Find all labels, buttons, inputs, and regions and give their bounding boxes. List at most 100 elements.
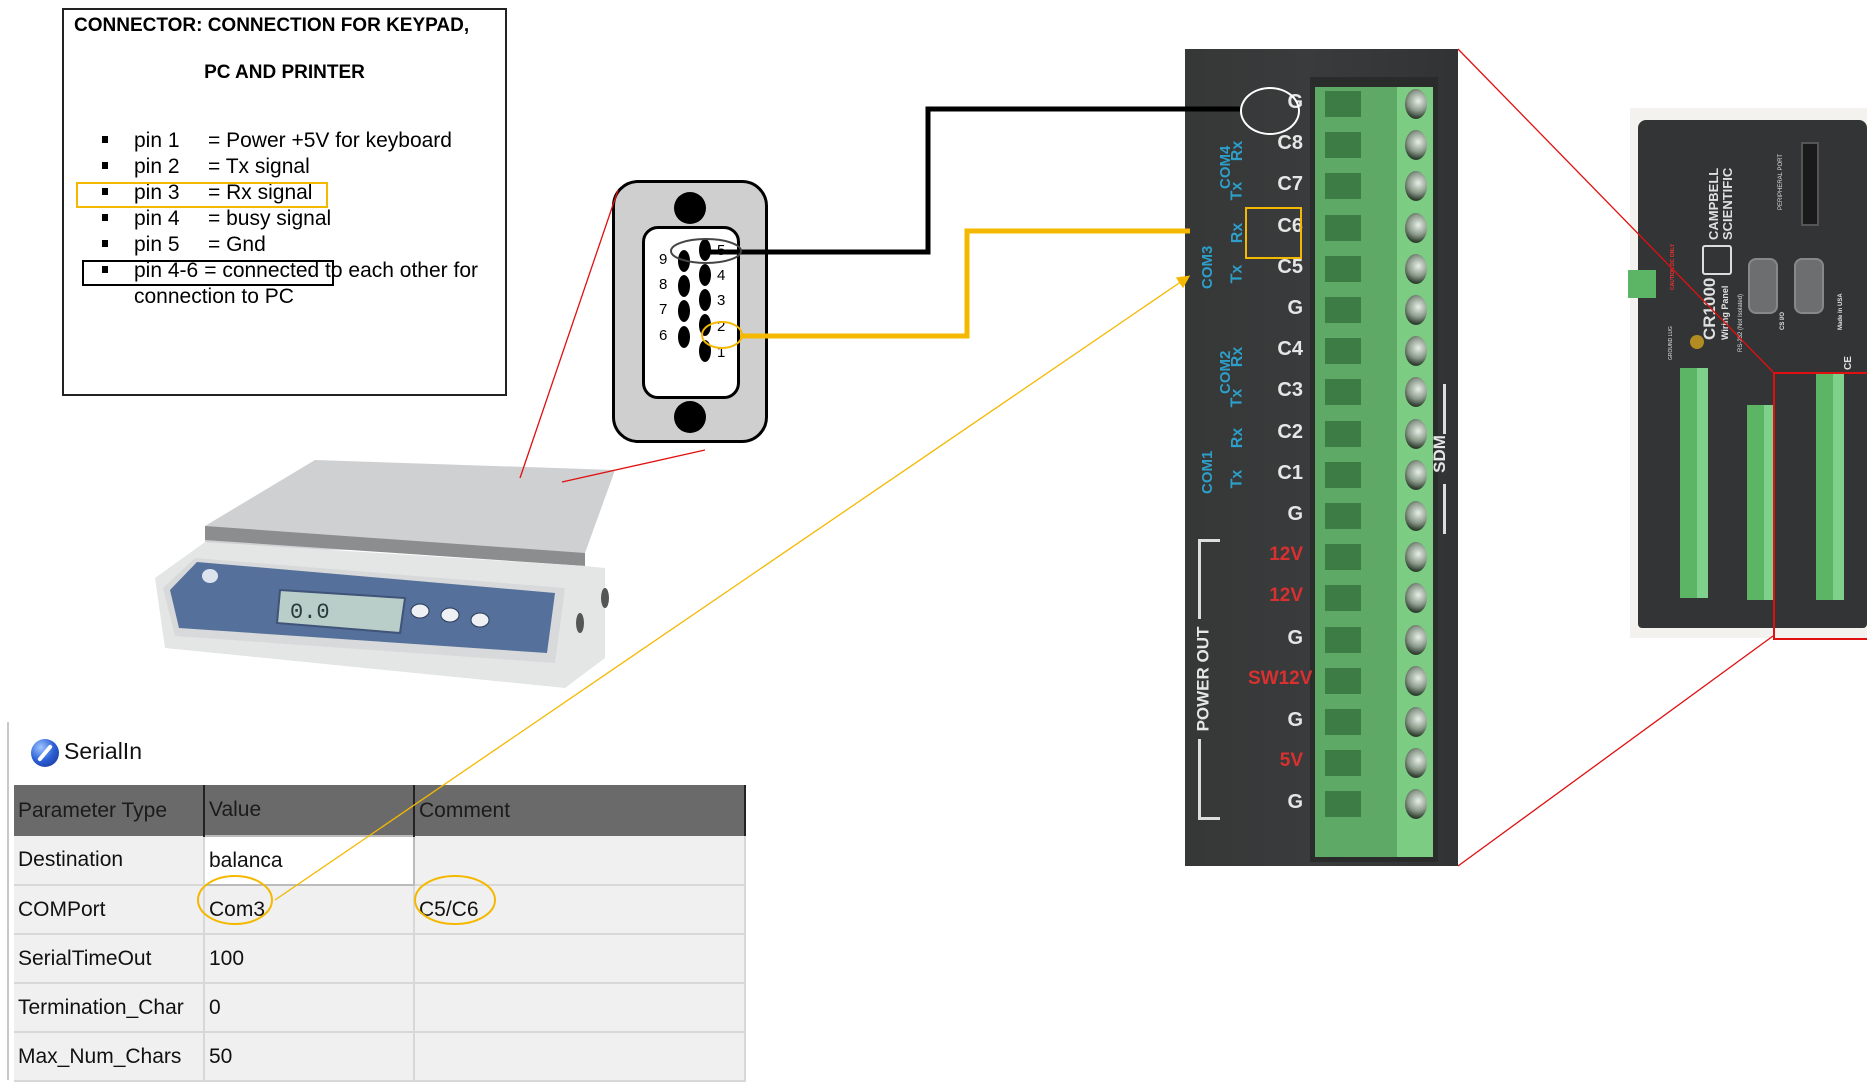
terminal-slot xyxy=(1325,503,1361,529)
terminal-label: G xyxy=(1287,297,1303,319)
pin-hole-icon xyxy=(678,275,690,297)
pinout-title-line1: CONNECTOR: CONNECTION FOR KEYPAD, xyxy=(74,15,470,36)
terminal-screw-icon xyxy=(1405,459,1427,490)
param-name: Max_Num_Chars xyxy=(14,1032,205,1082)
terminal-screw-icon xyxy=(1405,789,1427,820)
pin-hole-icon xyxy=(699,289,711,311)
parameter-table: Parameter Type Value Comment Destination… xyxy=(14,785,746,1082)
terminal-label: C6 xyxy=(1277,214,1303,237)
table-row[interactable]: Termination_Char 0 xyxy=(14,983,746,1033)
com3-label: COM3 xyxy=(1199,245,1216,289)
terminal-slot xyxy=(1325,91,1361,117)
power-terminal xyxy=(1628,270,1656,298)
terminal-screw-icon xyxy=(1405,253,1427,284)
pin-hole-icon xyxy=(678,326,690,348)
rx-label: Rx xyxy=(1229,140,1247,162)
param-value[interactable]: 0 xyxy=(204,983,415,1033)
param-comment[interactable] xyxy=(414,836,746,886)
pin5-highlight-box xyxy=(82,260,334,286)
pin-number-label: 2 xyxy=(717,318,726,335)
terminal-screw-icon xyxy=(1405,212,1427,243)
table-row[interactable]: Max_Num_Chars 50 xyxy=(14,1032,746,1082)
terminal-label: 12V xyxy=(1269,585,1303,607)
scale-button-icon xyxy=(470,612,490,628)
param-comment[interactable] xyxy=(414,934,746,984)
terminal-slot xyxy=(1325,338,1361,365)
terminal-screw-icon xyxy=(1405,748,1427,779)
terminal-slot xyxy=(1325,667,1361,694)
g-terminal-circle xyxy=(1240,87,1300,135)
terminal-screw-icon xyxy=(1405,418,1427,449)
terminal-screw-icon xyxy=(1405,89,1427,119)
terminal-slot xyxy=(1325,544,1361,571)
peripheral-port-label: PERIPHERAL PORT xyxy=(1778,153,1784,210)
mount-hole-icon xyxy=(674,192,706,224)
pin-item-continuation: connection to PC xyxy=(134,285,294,308)
param-value[interactable]: 100 xyxy=(204,934,415,984)
pinout-description-box: CONNECTOR: CONNECTION FOR KEYPAD, PC AND… xyxy=(62,8,507,396)
c6-terminal-box xyxy=(1245,207,1302,259)
tx-wire xyxy=(740,228,1190,339)
gnd-wire xyxy=(700,106,1240,255)
rx-label: Rx xyxy=(1229,346,1247,368)
rs232-port xyxy=(1748,258,1778,314)
pin-number-label: 4 xyxy=(717,267,726,284)
bullet-icon xyxy=(102,135,108,143)
scale-side-hole xyxy=(601,588,609,608)
pin-hole-icon xyxy=(699,314,711,336)
param-value-input[interactable]: balanca xyxy=(203,835,415,886)
scale-side-hole xyxy=(576,613,584,633)
terminal-slot xyxy=(1325,255,1361,282)
param-name: SerialTimeOut xyxy=(14,934,205,984)
bullet-icon xyxy=(102,265,108,273)
tx-label: Tx xyxy=(1228,264,1246,284)
pin-number-label: 8 xyxy=(659,276,668,293)
param-comment[interactable] xyxy=(414,983,746,1033)
peripheral-port xyxy=(1801,142,1819,226)
terminal-slot xyxy=(1325,461,1361,488)
tx-label: Tx xyxy=(1228,388,1246,408)
zoom-region-box xyxy=(1773,372,1867,640)
db9-connector-diagram: 9 8 7 6 5 4 3 2 1 xyxy=(612,180,768,443)
pin-item: pin 4= busy signal xyxy=(102,206,331,232)
terminal-label: C8 xyxy=(1277,132,1303,155)
pin-hole-icon xyxy=(678,300,690,322)
zoom-line-panel-device xyxy=(1457,635,1774,867)
table-row[interactable]: COMPort Com3 C5/C6 xyxy=(14,885,746,935)
param-comment[interactable] xyxy=(414,1032,746,1082)
terminal-label: C2 xyxy=(1277,420,1303,443)
terminal-label: SW12V xyxy=(1248,667,1313,689)
terminal-slot xyxy=(1325,297,1361,323)
terminal-screw-icon xyxy=(1405,130,1427,161)
param-comment[interactable]: C5/C6 xyxy=(414,885,746,935)
column-header: Value xyxy=(204,785,415,836)
terminal-label: G xyxy=(1287,503,1303,525)
terminal-strip-2 xyxy=(1747,405,1775,600)
pin-number-label: 1 xyxy=(717,344,726,361)
table-row[interactable]: SerialTimeOut 100 xyxy=(14,934,746,984)
campbell-logo-icon xyxy=(1702,245,1732,275)
terminal-slot xyxy=(1325,585,1361,612)
ground-lug-icon xyxy=(1690,335,1704,349)
param-value[interactable]: Com3 xyxy=(204,885,415,935)
terminal-screw-icon xyxy=(1405,295,1427,325)
column-header: Comment xyxy=(414,785,746,836)
terminal-screw-icon xyxy=(1405,336,1427,367)
terminal-label: G xyxy=(1287,626,1303,649)
terminal-slot xyxy=(1325,626,1361,653)
param-value[interactable]: 50 xyxy=(204,1032,415,1082)
pin-number-label: 6 xyxy=(659,327,668,344)
pin-hole-icon xyxy=(699,239,711,261)
scale-button-icon xyxy=(410,603,430,619)
pin-item: pin 3= Rx signal xyxy=(102,180,312,206)
tx-label: Tx xyxy=(1228,469,1246,489)
terminal-slot xyxy=(1325,132,1361,159)
pin-item: pin 5= Gnd xyxy=(102,232,266,258)
pin-item: pin 4-6= connected to each other for xyxy=(102,258,478,284)
csio-label: CS I/O xyxy=(1780,311,1786,330)
table-row[interactable]: Destination balanca xyxy=(14,835,746,886)
terminal-label: C5 xyxy=(1277,255,1303,278)
caution-label: CAUTION DC ONLY xyxy=(1670,243,1676,290)
bullet-icon xyxy=(102,239,108,247)
scale-lcd-value: 0.0 xyxy=(290,600,330,625)
